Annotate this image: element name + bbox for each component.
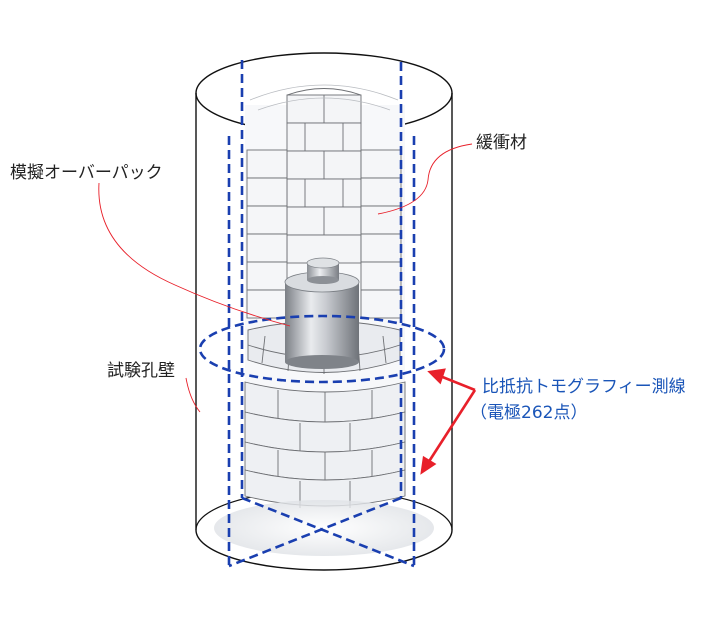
buffer-label: 緩衝材 [476, 133, 527, 153]
overpack-label: 模擬オーバーパック [10, 163, 163, 183]
tomography-label-line1: 比抵抗トモグラフィー測線 [482, 377, 686, 397]
borehole-wall-label: 試験孔壁 [107, 361, 175, 381]
leader-lines [98, 143, 473, 413]
tomography-lines [198, 60, 446, 568]
upper-block-rows [246, 88, 402, 319]
tomography-label-line2: （電極262点） [470, 403, 587, 423]
tomography-arrows [420, 368, 477, 475]
overpack [284, 257, 360, 369]
top-ring-blocks [249, 84, 399, 111]
lower-block-rows [244, 381, 406, 508]
